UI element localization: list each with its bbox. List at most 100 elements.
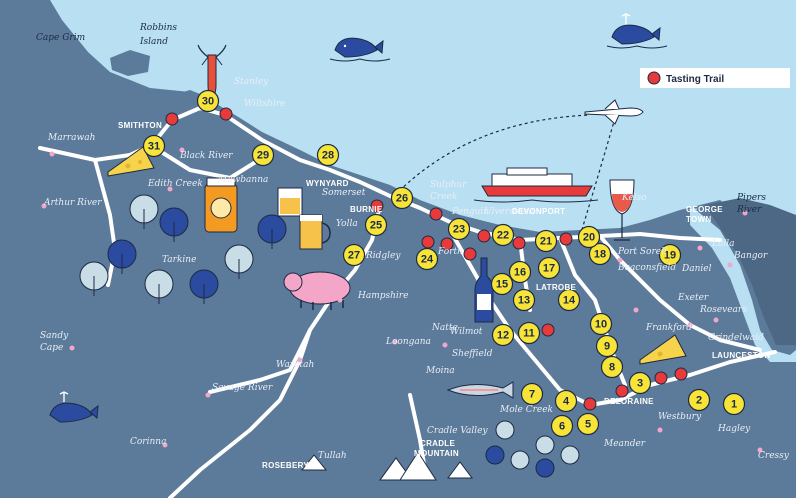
town-label: ROSEBERY	[262, 461, 309, 470]
place-label: Cape Grim	[36, 33, 85, 43]
trail-stop-18: 18	[588, 242, 612, 266]
ferry-icon	[473, 167, 599, 203]
trail-stop-23: 23	[447, 217, 471, 241]
stop-marker	[658, 243, 682, 267]
stop-number: 28	[322, 150, 334, 162]
stop-marker	[722, 392, 746, 416]
whisky-glass-icon	[277, 187, 303, 217]
trail-stop-31: 31	[142, 134, 166, 158]
places-layer: Cape GrimRobbinsIslandStanleyWiltshireMa…	[36, 23, 790, 461]
town-label: GEORGE	[686, 205, 723, 214]
place-label: Tullah	[318, 451, 347, 461]
place-label: Bangor	[733, 251, 768, 261]
place-label: Meander	[603, 439, 646, 449]
place-label: Sheffield	[452, 349, 493, 359]
trail-stop-19: 19	[658, 243, 682, 267]
stop-number: 1	[731, 399, 737, 411]
stop-marker	[687, 388, 711, 412]
stop-number: 18	[594, 249, 606, 261]
place-label: Forth	[437, 247, 463, 257]
wine-bottle-icon	[474, 257, 494, 323]
whale-icon	[329, 37, 391, 62]
place-label: Ridgley	[365, 251, 401, 261]
trail-stop-12: 12	[491, 323, 515, 347]
place-label: Grindelwald	[708, 333, 764, 343]
trail-stop-5: 5	[576, 412, 600, 436]
stop-marker	[390, 186, 414, 210]
place-label: Creek	[430, 192, 457, 202]
place-label: Westbury	[658, 412, 702, 422]
trail-stop-7: 7	[520, 382, 544, 406]
trail-stop-20: 20	[577, 225, 601, 249]
town-label: DEVONPORT	[512, 207, 565, 216]
pink-location-dots	[41, 147, 763, 453]
place-label: Exeter	[677, 293, 709, 303]
stop-marker	[588, 242, 612, 266]
place-label: Natte	[431, 323, 458, 333]
stop-number: 3	[637, 378, 643, 390]
trail-stop-16: 16	[508, 260, 532, 284]
stop-number: 9	[604, 341, 610, 353]
place-label: Beaconsfield	[617, 263, 676, 273]
stop-marker	[142, 134, 166, 158]
stop-marker	[537, 256, 561, 280]
stop-marker	[447, 217, 471, 241]
stop-marker	[534, 229, 558, 253]
stop-marker	[577, 225, 601, 249]
place-label: Arthur River	[43, 198, 102, 208]
place-label: Cape	[40, 343, 63, 353]
stop-number: 8	[609, 362, 615, 374]
salmon-icon	[446, 381, 514, 399]
stop-marker	[251, 143, 275, 167]
trail-stop-25: 25	[364, 213, 388, 237]
trail-stop-28: 28	[316, 143, 340, 167]
stop-number: 24	[421, 254, 434, 266]
town-label: LATROBE	[536, 283, 577, 292]
beer-icon	[299, 214, 331, 250]
trail-stop-11: 11	[517, 321, 541, 345]
stop-marker	[517, 321, 541, 345]
place-label: Frankford	[645, 323, 692, 333]
stop-number: 6	[559, 421, 565, 433]
trail-stop-4: 4	[554, 389, 578, 413]
place-label: Black River	[179, 151, 233, 161]
ferry-route	[394, 114, 591, 196]
place-label: Stanley	[234, 77, 269, 87]
stop-marker	[364, 213, 388, 237]
trail-stop-10: 10	[589, 312, 613, 336]
place-label: Tarkine	[162, 255, 196, 265]
stop-number: 20	[583, 232, 595, 244]
flight-route	[579, 117, 616, 237]
place-label: Robbins	[139, 23, 177, 33]
stop-number: 4	[563, 396, 570, 408]
place-label: Daniel	[681, 264, 712, 274]
stop-number: 29	[257, 150, 269, 162]
stop-number: 13	[518, 295, 530, 307]
stop-number: 7	[529, 389, 535, 401]
trail-stop-15: 15	[490, 272, 514, 296]
trail-stop-13: 13	[512, 288, 536, 312]
stop-number: 19	[664, 250, 676, 262]
place-label: Island	[139, 37, 168, 47]
whale-icon	[49, 391, 99, 423]
stop-marker	[512, 288, 536, 312]
trail-stop-27: 27	[342, 243, 366, 267]
legend-box	[640, 68, 790, 88]
stop-number: 12	[497, 330, 509, 342]
place-label: Cradle Valley	[427, 426, 489, 436]
place-label: River	[736, 205, 762, 215]
plane-icon	[584, 99, 644, 125]
stop-number: 23	[453, 224, 465, 236]
stop-number: 15	[496, 279, 508, 291]
stop-number: 17	[543, 263, 555, 275]
trail-stop-6: 6	[550, 414, 574, 438]
robbins-island	[110, 50, 150, 76]
stop-number: 30	[202, 96, 214, 108]
place-label: Yolla	[336, 219, 358, 229]
stop-marker	[550, 414, 574, 438]
tamar-estuary	[690, 205, 796, 362]
trail-stop-22: 22	[491, 223, 515, 247]
place-label: Somerset	[322, 188, 366, 198]
